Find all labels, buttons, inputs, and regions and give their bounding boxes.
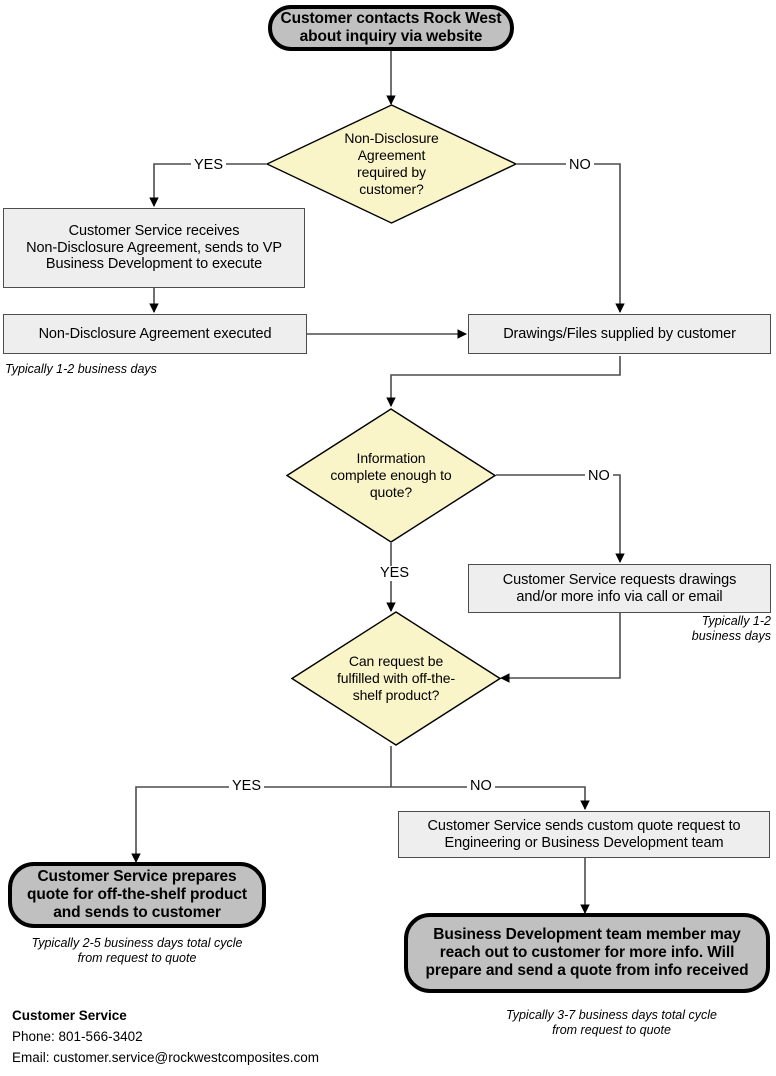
node-cs-receives-nda[interactable]: Customer Service receives Non-Disclosure…: [3, 208, 305, 288]
edge-label-nda-no: NO: [566, 158, 594, 173]
annotation-custom-cycle: Typically 3-7 business days total cycle …: [506, 1008, 717, 1037]
annotation-request-days: Typically 1-2 business days: [691, 614, 771, 643]
annotation-nda-days: Typically 1-2 business days: [5, 362, 157, 376]
node-info-decision[interactable]: Information complete enough to quote?: [286, 408, 496, 543]
node-offtheshelf-decision[interactable]: Can request be fulfilled with off-the- s…: [291, 611, 501, 746]
footer-contact: Customer Service Phone: 801-566-3402 Ema…: [12, 1006, 319, 1069]
edge-label-info-no: NO: [585, 469, 613, 484]
node-nda-executed-label: Non-Disclosure Agreement executed: [38, 325, 272, 342]
footer-phone: Phone: 801-566-3402: [12, 1028, 143, 1044]
node-start-label: Customer contacts Rock West about inquir…: [280, 10, 502, 45]
node-cs-requests-drawings[interactable]: Customer Service requests drawings and/o…: [468, 564, 771, 613]
node-drawings-supplied[interactable]: Drawings/Files supplied by customer: [468, 314, 771, 354]
edge-label-info-yes: YES: [377, 566, 413, 581]
node-nda-decision-label: Non-Disclosure Agreement required by cus…: [344, 129, 439, 198]
node-bd-reaches-out[interactable]: Business Development team member may rea…: [404, 913, 770, 993]
edge-nda-no: [517, 163, 625, 313]
edge-drawings-to-info: [386, 356, 621, 407]
edge-info-no: [496, 474, 625, 563]
edge-label-ots-yes: YES: [229, 779, 265, 794]
diamond-shape: [291, 611, 501, 746]
diamond-shape: [266, 104, 517, 224]
node-nda-decision[interactable]: Non-Disclosure Agreement required by cus…: [266, 104, 517, 224]
node-drawings-supplied-label: Drawings/Files supplied by customer: [503, 325, 736, 342]
node-start[interactable]: Customer contacts Rock West about inquir…: [268, 5, 514, 51]
node-cs-sends-custom-quote[interactable]: Customer Service sends custom quote requ…: [398, 811, 770, 858]
footer-email: Email: customer.service@rockwestcomposit…: [12, 1049, 320, 1065]
diamond-shape: [286, 408, 496, 543]
edge-ots-yes: [131, 786, 391, 863]
footer-title: Customer Service: [12, 1008, 127, 1023]
node-bd-reaches-out-label: Business Development team member may rea…: [425, 926, 749, 979]
node-cs-requests-drawings-label: Customer Service requests drawings and/o…: [502, 571, 737, 605]
annotation-ots-cycle: Typically 2-5 business days total cycle …: [31, 936, 243, 965]
node-cs-prepares-quote-label: Customer Service prepares quote for off-…: [27, 868, 247, 921]
edge-label-ots-no: NO: [467, 779, 495, 794]
node-cs-prepares-quote[interactable]: Customer Service prepares quote for off-…: [8, 862, 266, 928]
node-cs-sends-custom-quote-label: Customer Service sends custom quote requ…: [427, 817, 741, 851]
node-cs-receives-nda-label: Customer Service receives Non-Disclosure…: [26, 222, 282, 273]
node-info-decision-label: Information complete enough to quote?: [330, 449, 452, 501]
edge-label-nda-yes: YES: [191, 158, 227, 173]
node-nda-executed[interactable]: Non-Disclosure Agreement executed: [3, 314, 307, 354]
node-offtheshelf-decision-label: Can request be fulfilled with off-the- s…: [336, 652, 456, 704]
